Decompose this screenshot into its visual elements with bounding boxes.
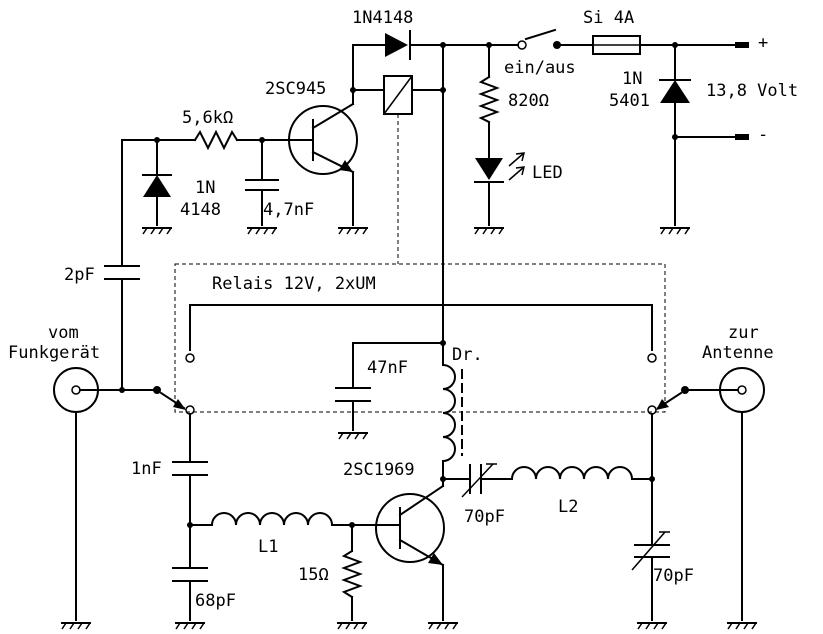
label-inductor-l1: L1 [258,537,278,557]
label-diode-top: 1N4148 [352,8,413,28]
input-network [172,413,391,621]
collector-network [335,340,670,621]
label-left-diode-line1: 1N [195,178,215,198]
label-voltage: 13,8 Volt [706,81,798,101]
label-input-capacitor: 1nF [131,459,162,479]
power-rail [350,42,736,344]
fuse-si4a [592,35,641,55]
label-shunt-capacitor: 68pF [195,591,236,611]
label-input-line2: Funkgerät [8,343,100,363]
diode-1n4148-top [385,30,411,60]
label-input-line1: vom [48,323,79,343]
label-bypass-capacitor: 47nF [367,358,408,378]
relay-coil [383,75,413,115]
label-led-resistor: 820Ω [508,91,549,111]
label-protection-diode-line1: 1N [622,69,642,89]
base-network [121,129,279,267]
label-output-line2: Antenne [702,343,774,363]
label-fuse: Si 4A [583,8,634,28]
label-base-capacitor: 4,7nF [263,200,314,220]
label-transistor-1: 2SC945 [265,79,326,99]
power-terminals [735,42,749,140]
label-left-diode-line2: 4148 [180,200,221,220]
label-protection-diode-line2: 5401 [609,91,650,111]
label-relay: Relais 12V, 2xUM [212,274,376,294]
label-base-resistor: 5,6kΩ [182,108,233,128]
relay-box [174,114,666,413]
label-transistor-2: 2SC1969 [343,460,415,480]
relay-contact-input [153,353,195,415]
ground-symbols [61,227,757,630]
label-coupling-capacitor: 2pF [64,265,95,285]
transistor-2sc945 [261,102,358,226]
input-connector[interactable] [53,367,154,621]
label-plus: + [758,33,768,53]
label-inductor-l2: L2 [558,497,578,517]
label-led: LED [532,163,563,183]
label-tuning-capacitor-2: 70pF [653,566,694,586]
label-minus: - [758,125,768,145]
labels: 1N4148 Si 4A 2SC945 5,6kΩ ein/aus 820Ω 1… [8,8,798,611]
relay-contact-output [647,353,689,415]
transistor-2sc1969 [375,484,445,621]
label-switch: ein/aus [504,58,576,78]
coupling-capacitor-2pf [104,265,140,391]
label-tuning-capacitor-1: 70pF [464,507,505,527]
label-emitter-resistor: 15Ω [298,565,329,585]
label-output-line1: zur [728,323,759,343]
protection-diode-1n5401 [659,42,736,226]
output-connector[interactable] [688,367,765,621]
label-choke: Dr. [452,345,483,365]
led-branch [474,44,525,226]
power-switch[interactable] [517,28,561,50]
